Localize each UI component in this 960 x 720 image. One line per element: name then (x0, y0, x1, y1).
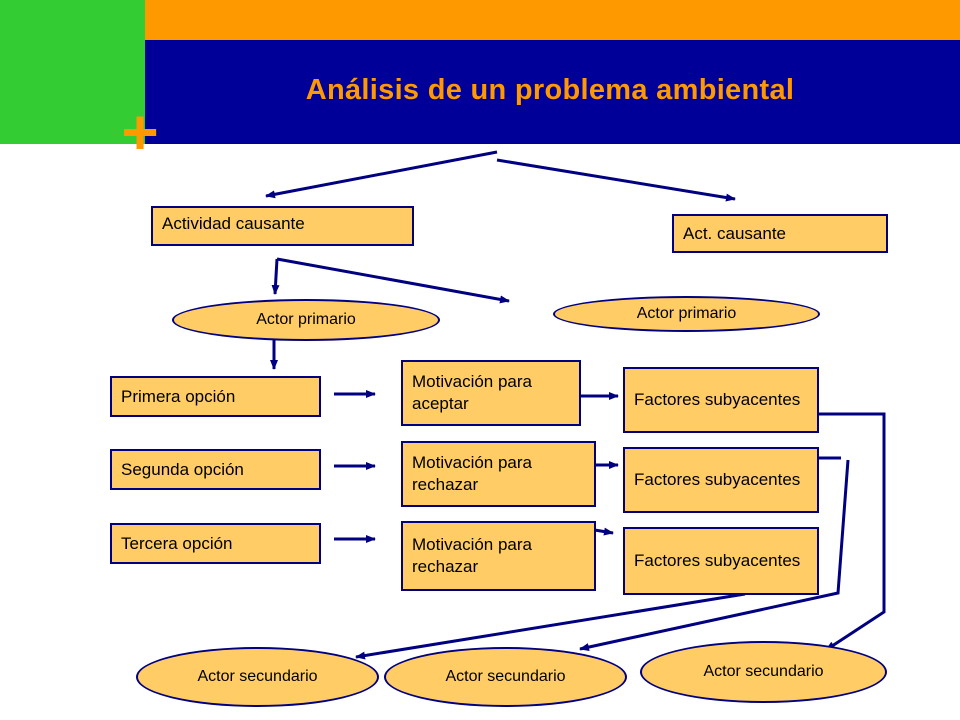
motivation-box-1: Motivación para aceptar (401, 360, 581, 426)
secondary-actor-label: Actor secundario (703, 663, 824, 680)
primary-actor-oval-1: Actor primario (172, 299, 440, 341)
slide-title: Análisis de un problema ambiental (305, 74, 795, 106)
factor-box-3: Factores subyacentes (623, 527, 819, 595)
arrow-to-cause-1 (265, 150, 498, 199)
secondary-actor-label: Actor secundario (445, 668, 566, 685)
cause-label: Actividad causante (162, 214, 305, 233)
blue-header-band (145, 40, 960, 144)
arrow-factor-1 (818, 412, 886, 652)
secondary-actor-oval-3: Actor secundario (640, 641, 887, 703)
cause-box-2: Act. causante (672, 214, 888, 253)
factor-box-2: Factores subyacentes (623, 447, 819, 513)
arrow-to-cause-2 (496, 158, 736, 202)
option-label: Segunda opción (121, 459, 244, 479)
option-label: Tercera opción (121, 533, 233, 553)
green-corner-block (0, 0, 145, 144)
factor-label: Factores subyacentes (634, 470, 801, 489)
secondary-actor-oval-2: Actor secundario (384, 647, 627, 707)
option-box-3: Tercera opción (110, 523, 321, 564)
arrow-to-primary-actor-1 (271, 258, 280, 295)
motivation-label: Motivación para rechazar (412, 535, 533, 576)
plus-icon: + (121, 96, 159, 168)
factor-box-1: Factores subyacentes (623, 367, 819, 433)
motivation-label: Motivación para rechazar (412, 453, 533, 494)
cause-label: Act. causante (683, 223, 787, 243)
factor-label: Factores subyacentes (634, 551, 801, 570)
motivation-box-2: Motivación para rechazar (401, 441, 596, 507)
motivation-label: Motivación para aceptar (412, 372, 533, 413)
primary-actor-oval-2: Actor primario (553, 296, 820, 332)
option-box-1: Primera opción (110, 376, 321, 417)
option-label: Primera opción (121, 386, 236, 406)
cause-box-1: Actividad causante (151, 206, 414, 246)
motivation-box-3: Motivación para rechazar (401, 521, 596, 591)
arrow-factor-2 (579, 459, 850, 651)
orange-header-band (145, 0, 960, 40)
primary-actor-label: Actor primario (256, 311, 356, 328)
option-box-2: Segunda opción (110, 449, 321, 490)
secondary-actor-oval-1: Actor secundario (136, 647, 379, 707)
arrow-to-primary-actor-2 (276, 257, 510, 304)
primary-actor-label: Actor primario (636, 305, 737, 322)
factor-label: Factores subyacentes (634, 390, 801, 409)
secondary-actor-label: Actor secundario (197, 668, 318, 685)
arrow-factor-3 (355, 592, 746, 660)
